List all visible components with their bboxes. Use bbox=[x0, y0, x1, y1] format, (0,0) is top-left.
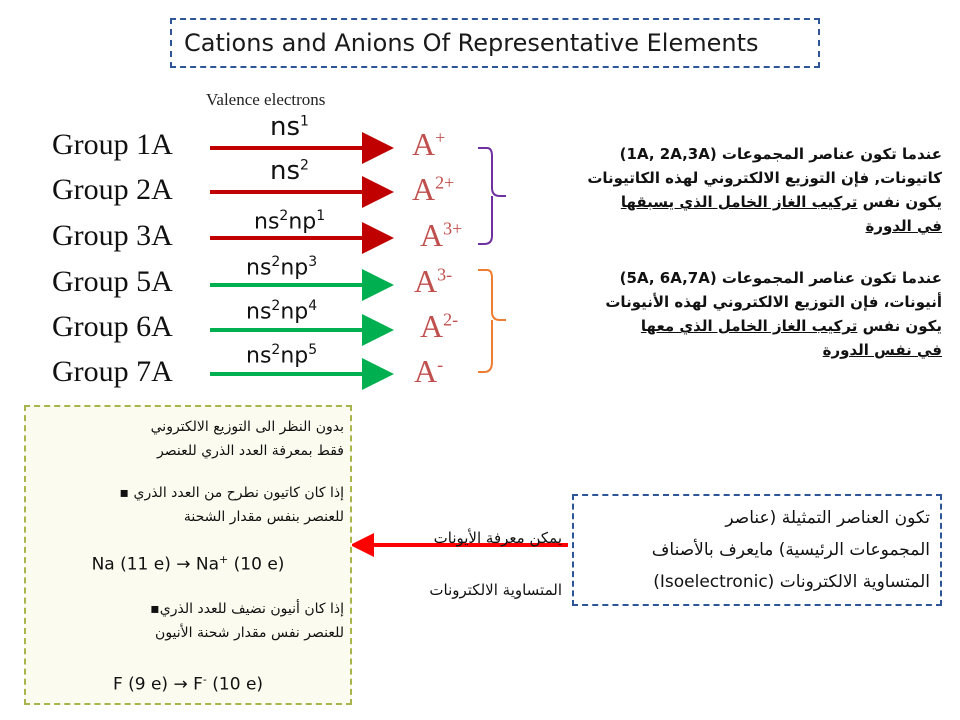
ion-3a: A3+ bbox=[420, 217, 463, 253]
rule-intro-line: فقط بمعرفة العدد الذري للعنصر bbox=[157, 443, 344, 459]
arrow-label-line: المتساوية الالكترونات bbox=[429, 581, 562, 599]
cation-note: عندما تكون عناصر المجموعات (1A, 2A,3A) ك… bbox=[510, 142, 942, 238]
ion-rules-box: بدون النظر الى التوزيع الالكتروني فقط بم… bbox=[24, 405, 352, 705]
anion-rule-line: إذا كان أنيون نضيف للعدد الذري▪ bbox=[150, 601, 344, 617]
bullet-icon: ▪ bbox=[119, 485, 130, 501]
anion-example: F (9 e) → F- (10 e) bbox=[112, 673, 264, 695]
group-label-6a: Group 6A bbox=[52, 310, 173, 343]
cation-brace bbox=[478, 147, 506, 245]
config-5a: ns2np3 bbox=[246, 254, 318, 281]
valence-electrons-label: Valence electrons bbox=[206, 90, 326, 109]
cation-example: Na (11 e) → Na+ (10 e) bbox=[91, 553, 285, 575]
anion-note-line: أنيونات، فإن التوزيع الالكتروني لهذه الأ… bbox=[605, 293, 942, 311]
isoelectronic-line: تكون العناصر التمثيلة (عناصر bbox=[725, 508, 930, 528]
bullet-icon: ▪ bbox=[150, 601, 160, 617]
group-label-2a: Group 2A bbox=[52, 173, 173, 206]
config-3a: ns2np1 bbox=[254, 208, 326, 235]
isoelectronic-line: المتساوية الالكترونات (Isoelectronic) bbox=[653, 572, 930, 592]
cation-rule-line: للعنصر بنفس مقدار الشحنة bbox=[183, 509, 344, 525]
ion-1a: A+ bbox=[412, 126, 446, 162]
cation-note-line: في الدورة bbox=[865, 217, 942, 235]
cation-note-line: كاتيونات, فإن التوزيع الالكتروني لهذه ال… bbox=[587, 169, 942, 187]
anion-note-line: في نفس الدورة bbox=[822, 341, 942, 359]
group-label-1a: Group 1A bbox=[52, 128, 173, 161]
config-1a: ns1 bbox=[270, 112, 309, 142]
isoelectronic-box: تكون العناصر التمثيلة (عناصر المجموعات ا… bbox=[572, 494, 942, 606]
config-6a: ns2np4 bbox=[246, 298, 318, 325]
group-label-7a: Group 7A bbox=[52, 355, 173, 388]
isoelectronic-line: المجموعات الرئيسية) مايعرف بالأصناف bbox=[651, 540, 930, 560]
rule-intro-line: بدون النظر الى التوزيع الالكتروني bbox=[150, 419, 344, 435]
config-7a: ns2np5 bbox=[246, 342, 318, 369]
ion-7a: A- bbox=[414, 353, 444, 389]
cation-rule-line: إذا كان كاتيون نطرح من العدد الذري ▪ bbox=[119, 485, 344, 501]
anion-note-line: يكون نفس تركيب الغاز الخامل الذي معها bbox=[640, 317, 942, 335]
cation-note-line: يكون نفس تركيب الغاز الخامل الذي يسبقها bbox=[620, 193, 942, 211]
group-label-3a: Group 3A bbox=[52, 219, 173, 252]
anion-brace bbox=[478, 269, 506, 373]
group-label-5a: Group 5A bbox=[52, 265, 173, 298]
anion-note-line: عندما تكون عناصر المجموعات (5A, 6A,7A) bbox=[619, 269, 942, 287]
config-2a: ns2 bbox=[270, 156, 309, 186]
page-title: Cations and Anions Of Representative Ele… bbox=[170, 18, 820, 68]
arrow-label-line: يمكن معرفة الأيونات bbox=[433, 529, 562, 547]
anion-note: عندما تكون عناصر المجموعات (5A, 6A,7A) أ… bbox=[510, 266, 942, 362]
ion-2a: A2+ bbox=[412, 171, 455, 207]
ion-6a: A2- bbox=[420, 308, 459, 344]
anion-rule-line: للعنصر نفس مقدار شحنة الأنيون bbox=[155, 625, 344, 641]
isoelectronic-arrow-label: يمكن معرفة الأيونات المتساوية الالكترونا… bbox=[372, 512, 562, 616]
cation-note-line: عندما تكون عناصر المجموعات (1A, 2A,3A) bbox=[619, 145, 942, 163]
ion-5a: A3- bbox=[414, 263, 453, 299]
